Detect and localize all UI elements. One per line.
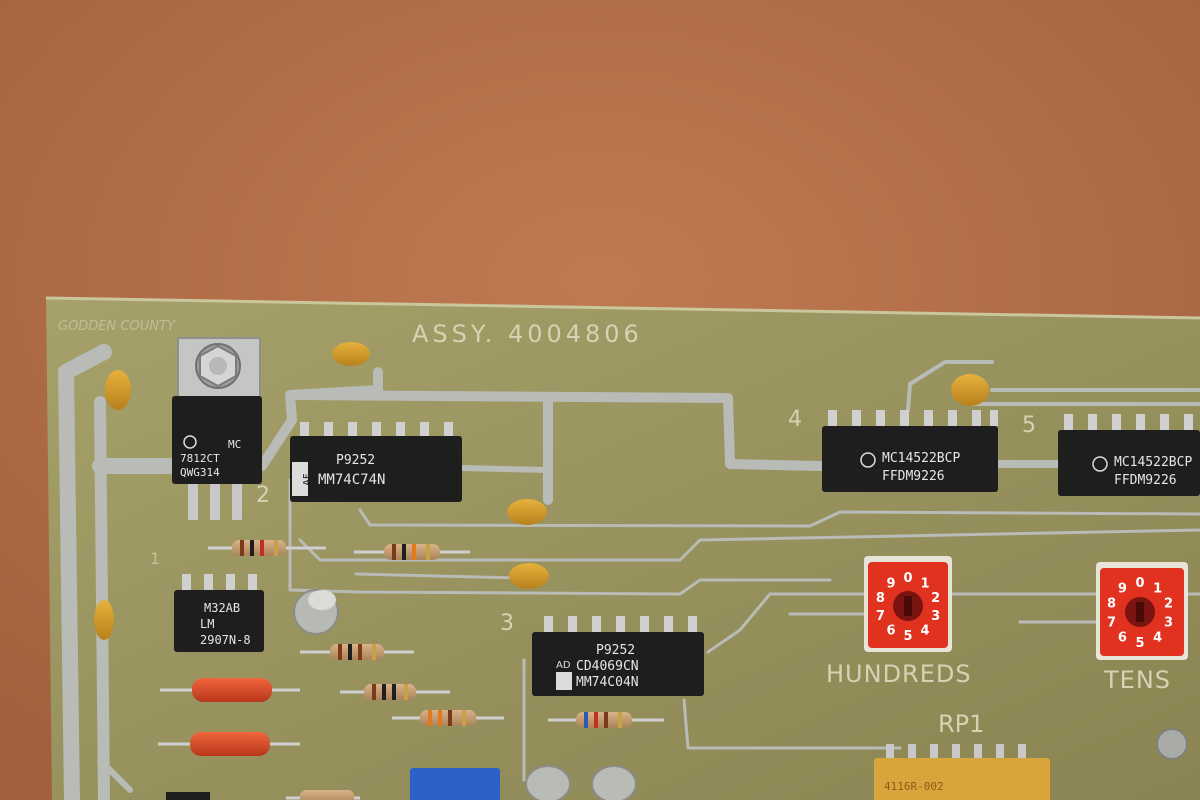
u3-side: AD bbox=[556, 660, 571, 671]
regulator-text-2: 7812CT bbox=[180, 452, 220, 465]
dial-digit: 1 bbox=[920, 577, 929, 592]
u2-part: MM74C74N bbox=[318, 472, 385, 488]
trimmer-potentiometer bbox=[410, 768, 500, 800]
assembly-label: ASSY. 4004806 bbox=[412, 320, 643, 348]
transistor-can bbox=[293, 589, 339, 635]
capacitor bbox=[332, 342, 370, 366]
resistor bbox=[354, 544, 470, 560]
resistor bbox=[548, 712, 664, 728]
dial-digit: 1 bbox=[1153, 582, 1162, 597]
u4-code: FFDM9226 bbox=[882, 469, 945, 484]
capacitor bbox=[507, 499, 547, 525]
dial-digit: 7 bbox=[876, 609, 885, 624]
pcb: GODDEN COUNTY ASSY. 4004806 1 2 3 4 5 HU… bbox=[45, 296, 1200, 800]
u1-text-3: 2907N-8 bbox=[200, 633, 251, 647]
chip-mm74c74n: P9252 MM74C74N AF bbox=[290, 422, 462, 502]
dial-digit: 7 bbox=[1107, 615, 1116, 630]
dial-digit: 0 bbox=[1135, 576, 1144, 591]
u2-code: P9252 bbox=[336, 453, 375, 468]
dial-digit: 5 bbox=[903, 629, 912, 644]
resistor-pack-rp1: 4116R-002 bbox=[874, 744, 1050, 800]
resistor bbox=[392, 710, 504, 726]
dial-digit: 9 bbox=[886, 577, 895, 592]
ref-number-4: 4 bbox=[788, 407, 802, 432]
u1-text-1: M32AB bbox=[204, 601, 240, 615]
dial-digit: 2 bbox=[931, 591, 940, 606]
bottom-components bbox=[166, 728, 1188, 800]
regulator-text-1: MC bbox=[228, 438, 241, 451]
dial-digit: 6 bbox=[886, 624, 895, 639]
copper-traces bbox=[58, 344, 1200, 800]
dial-digit: 5 bbox=[1135, 636, 1144, 651]
rp1-label: RP1 bbox=[938, 710, 984, 738]
voltage-regulator: MC 7812CT QWG314 bbox=[172, 337, 262, 520]
maker-text: GODDEN COUNTY bbox=[58, 319, 176, 334]
dial-digit: 2 bbox=[1164, 597, 1173, 612]
regulator-text-3: QWG314 bbox=[180, 466, 220, 479]
hundreds-label: HUNDREDS bbox=[826, 660, 972, 688]
dial-digit: 6 bbox=[1118, 630, 1127, 645]
ref-number-3: 3 bbox=[500, 611, 514, 636]
dial-digit: 8 bbox=[876, 591, 885, 606]
tens-label: TENS bbox=[1103, 666, 1171, 694]
rp1-text: 4116R-002 bbox=[884, 780, 944, 793]
chip-mc14522-u4: MC14522BCP FFDM9226 bbox=[822, 410, 998, 492]
u3-code: P9252 bbox=[596, 643, 635, 658]
u2-side: AF bbox=[302, 473, 313, 486]
resistor bbox=[158, 732, 300, 756]
transistor bbox=[591, 765, 637, 800]
capacitor bbox=[105, 370, 131, 410]
u4-part: MC14522BCP bbox=[882, 451, 960, 466]
capacitor bbox=[509, 563, 549, 589]
dial-digit: 8 bbox=[1107, 597, 1116, 612]
u5-code: FFDM9226 bbox=[1114, 473, 1177, 488]
dial-digit: 9 bbox=[1118, 582, 1127, 597]
ref-number-1: 1 bbox=[150, 549, 160, 568]
capacitor bbox=[951, 374, 989, 406]
dial-digit: 0 bbox=[903, 571, 912, 586]
transistor bbox=[525, 765, 571, 800]
u3-part2: MM74C04N bbox=[576, 675, 639, 690]
resistor bbox=[160, 678, 300, 702]
dial-digit: 3 bbox=[931, 609, 940, 624]
chip-lm2907: M32AB LM 2907N-8 bbox=[174, 574, 264, 652]
mounting-hole bbox=[1156, 728, 1188, 760]
chip-cd4069cn: P9252 CD4069CN MM74C04N AD bbox=[532, 616, 704, 696]
resistor bbox=[208, 540, 326, 556]
capacitor bbox=[94, 600, 114, 640]
u3-part1: CD4069CN bbox=[576, 659, 639, 674]
dial-digit: 3 bbox=[1164, 615, 1173, 630]
dial-digit: 4 bbox=[1153, 630, 1162, 645]
ref-number-5: 5 bbox=[1022, 413, 1036, 438]
ref-number-2: 2 bbox=[256, 483, 270, 508]
resistors bbox=[158, 540, 664, 800]
dial-digit: 4 bbox=[920, 624, 929, 639]
resistor bbox=[300, 644, 414, 660]
u5-part: MC14522BCP bbox=[1114, 455, 1192, 470]
u1-text-2: LM bbox=[200, 617, 214, 631]
resistor bbox=[340, 684, 450, 700]
chip-mc14522-u5: MC14522BCP FFDM9226 bbox=[1058, 414, 1200, 496]
resistor bbox=[286, 790, 360, 800]
capacitors bbox=[94, 342, 989, 640]
